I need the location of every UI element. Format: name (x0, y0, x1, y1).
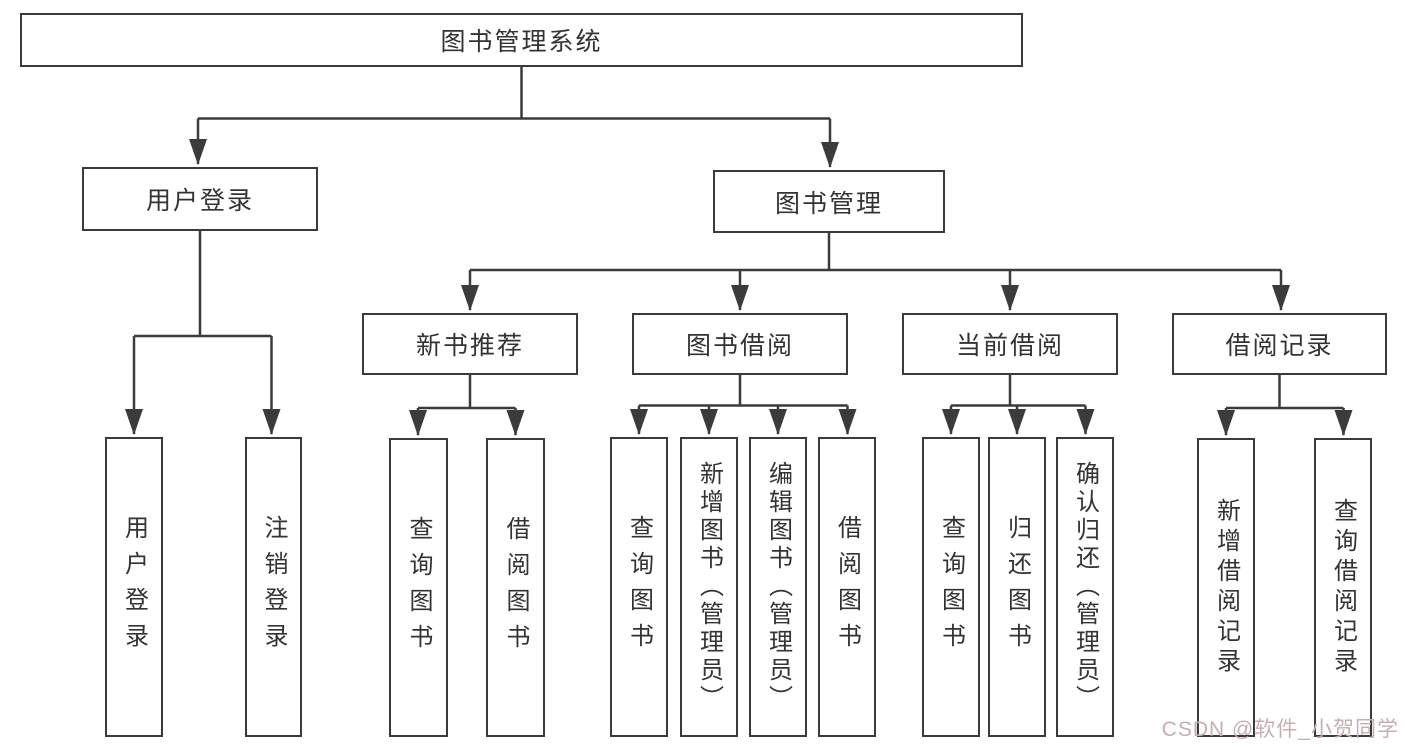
leaf-records-query-record: 查询借阅记录 (1314, 438, 1372, 737)
leaf-newbook-borrow-books: 借阅图书 (486, 438, 545, 737)
node-new-book-recommend: 新书推荐 (362, 313, 578, 375)
node-book-borrowing-label: 图书借阅 (685, 332, 794, 360)
leaf-current-return-books-label: 归还图书 (1003, 515, 1031, 659)
node-book-management: 图书管理 (713, 170, 945, 233)
leaf-records-query-record-label: 查询借阅记录 (1329, 497, 1357, 678)
leaf-borrowing-add-books-admin-label: 新增图书（管理员） (695, 461, 723, 713)
leaf-logout: 注销登录 (245, 437, 302, 737)
node-root-system: 图书管理系统 (20, 13, 1023, 67)
leaf-current-confirm-return-admin-label: 确认归还（管理员） (1071, 461, 1099, 713)
leaf-borrowing-query-books-label: 查询图书 (625, 515, 653, 659)
node-book-management-label: 图书管理 (774, 189, 883, 218)
leaf-newbook-query-books: 查询图书 (389, 438, 448, 737)
leaf-logout-label: 注销登录 (260, 515, 287, 659)
leaf-borrowing-query-books: 查询图书 (610, 437, 668, 737)
leaf-newbook-query-books-label: 查询图书 (405, 515, 432, 660)
leaf-current-confirm-return-admin: 确认归还（管理员） (1056, 437, 1114, 737)
node-borrow-records: 借阅记录 (1172, 313, 1387, 375)
leaf-borrowing-edit-books-admin-label: 编辑图书（管理员） (764, 461, 792, 713)
leaf-current-query-books: 查询图书 (922, 437, 980, 737)
node-borrow-records-label: 借阅记录 (1225, 332, 1334, 360)
leaf-newbook-borrow-books-label: 借阅图书 (502, 515, 529, 660)
node-root-label: 图书管理系统 (440, 28, 603, 56)
leaf-borrowing-edit-books-admin: 编辑图书（管理员） (749, 437, 807, 737)
node-book-borrowing: 图书借阅 (632, 313, 848, 375)
leaf-user-login: 用户登录 (105, 437, 163, 737)
leaf-borrowing-borrow-books: 借阅图书 (818, 437, 876, 737)
leaf-records-add-record-label: 新增借阅记录 (1212, 497, 1240, 678)
leaf-current-query-books-label: 查询图书 (937, 515, 965, 659)
leaf-current-return-books: 归还图书 (988, 437, 1046, 737)
leaf-borrowing-add-books-admin: 新增图书（管理员） (680, 437, 738, 737)
node-user-login: 用户登录 (82, 167, 318, 231)
node-current-borrowing-label: 当前借阅 (955, 332, 1064, 360)
watermark: CSDN @软件_小贺同学 (1161, 718, 1399, 741)
node-user-login-label: 用户登录 (145, 187, 254, 215)
node-current-borrowing: 当前借阅 (902, 313, 1118, 375)
leaf-borrowing-borrow-books-label: 借阅图书 (833, 515, 861, 659)
leaf-records-add-record: 新增借阅记录 (1197, 438, 1255, 737)
leaf-user-login-label: 用户登录 (120, 515, 148, 659)
node-new-book-recommend-label: 新书推荐 (415, 332, 524, 360)
